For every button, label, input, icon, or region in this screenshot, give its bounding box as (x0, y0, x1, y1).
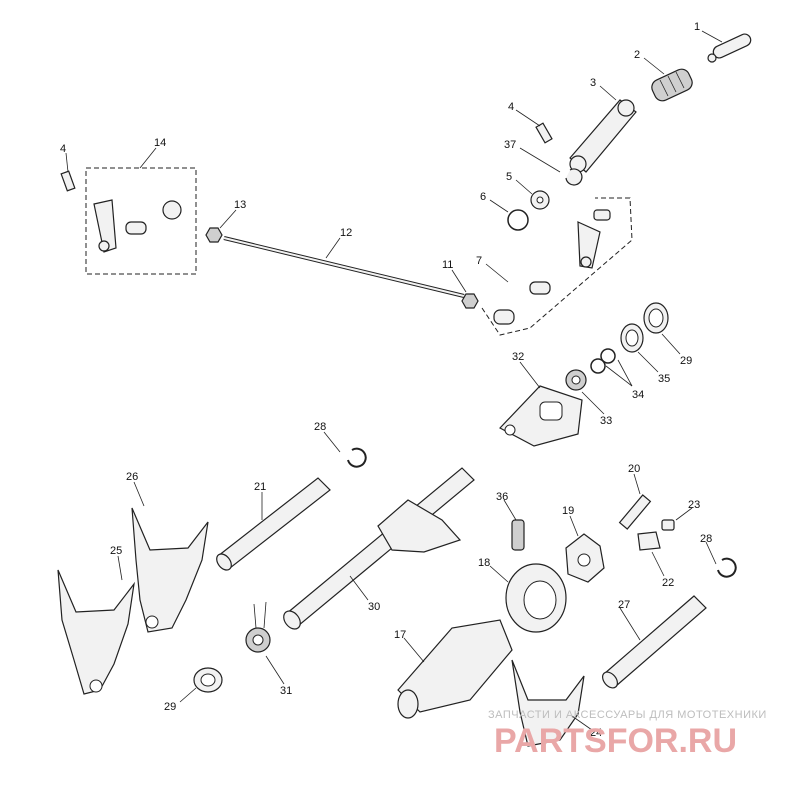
callout-25: 25 (110, 545, 122, 557)
part-washer-29-top (643, 302, 669, 334)
callout-12: 12 (340, 227, 352, 239)
callout-14: 14 (154, 137, 166, 149)
callout-7: 7 (476, 255, 482, 267)
callout-29-top: 29 (680, 355, 692, 367)
part-clips-34 (590, 348, 616, 374)
callout-29-bottom: 29 (164, 701, 176, 713)
callout-21: 21 (254, 481, 266, 493)
part-shaft-30 (283, 467, 475, 630)
callout-2: 2 (634, 49, 640, 61)
callout-24: 24 (590, 727, 602, 739)
part-kit-7-arm (577, 209, 611, 269)
callout-36: 36 (496, 491, 508, 503)
part-washer-29-bottom (193, 667, 223, 693)
callout-11: 11 (442, 259, 453, 271)
callout-20: 20 (628, 463, 640, 475)
part-nut-11 (461, 293, 479, 309)
part-star-19 (565, 533, 605, 583)
part-kit-14-arm (93, 199, 182, 253)
part-drum-17 (397, 619, 513, 719)
callout-17: 17 (394, 629, 406, 641)
part-oring-6 (507, 209, 529, 231)
part-bolt-20 (618, 494, 652, 530)
callout-3: 3 (590, 77, 596, 89)
part-rod-12 (223, 236, 465, 298)
part-plate-32 (499, 385, 583, 447)
callout-26: 26 (126, 471, 138, 483)
part-circlip-28-right (717, 557, 737, 578)
part-spring-2 (651, 68, 693, 102)
part-pin-1 (707, 33, 752, 63)
callout-labels: 1 2 3 4 37 5 6 7 4 14 13 12 11 32 33 34 … (60, 21, 712, 739)
callout-28-right: 28 (700, 533, 712, 545)
part-shaft-27 (602, 595, 707, 689)
callout-5: 5 (506, 171, 512, 183)
part-bolt-4-top (535, 122, 553, 144)
part-spring-36 (511, 519, 525, 551)
callout-37: 37 (504, 139, 516, 151)
callout-13: 13 (234, 199, 246, 211)
callout-34: 34 (632, 389, 644, 401)
watermark: ЗАПЧАСТИ И АКСЕССУАРЫ ДЛЯ МОТОТЕХНИКИ PA… (488, 709, 767, 760)
callout-28-top: 28 (314, 421, 326, 433)
callout-31: 31 (280, 685, 292, 697)
part-washer-35 (620, 323, 644, 353)
part-fork-26 (131, 507, 209, 633)
part-kit-7-pins (493, 281, 551, 325)
part-fork-24 (511, 659, 585, 747)
callout-18: 18 (478, 557, 490, 569)
callout-27: 27 (618, 599, 630, 611)
part-circlip-37 (565, 168, 583, 186)
part-circlip-28-top (347, 447, 367, 468)
callout-35: 35 (658, 373, 670, 385)
callout-30: 30 (368, 601, 380, 613)
part-spring-33 (565, 369, 587, 391)
callout-19: 19 (562, 505, 574, 517)
part-shaft-21 (216, 477, 331, 571)
callout-1: 1 (694, 21, 700, 33)
part-plate-22 (637, 531, 661, 551)
part-bearing-18 (505, 563, 567, 633)
callout-23: 23 (688, 499, 700, 511)
part-bolt-23 (661, 519, 675, 531)
watermark-brand: PARTSFOR.RU (494, 722, 737, 760)
callout-22: 22 (662, 577, 674, 589)
callout-4-left: 4 (60, 143, 66, 155)
part-spring-31 (245, 601, 271, 653)
watermark-tagline: ЗАПЧАСТИ И АКСЕССУАРЫ ДЛЯ МОТОТЕХНИКИ (488, 709, 767, 721)
callout-33: 33 (600, 415, 612, 427)
part-lever-3 (569, 99, 637, 173)
callout-32: 32 (512, 351, 524, 363)
callout-4-top: 4 (508, 101, 514, 113)
part-fork-25 (57, 569, 135, 695)
part-bolt-4-left (60, 170, 76, 192)
part-washer-5 (530, 190, 550, 210)
part-nut-13 (205, 227, 223, 243)
leader-lines (65, 30, 723, 731)
callout-6: 6 (480, 191, 486, 203)
